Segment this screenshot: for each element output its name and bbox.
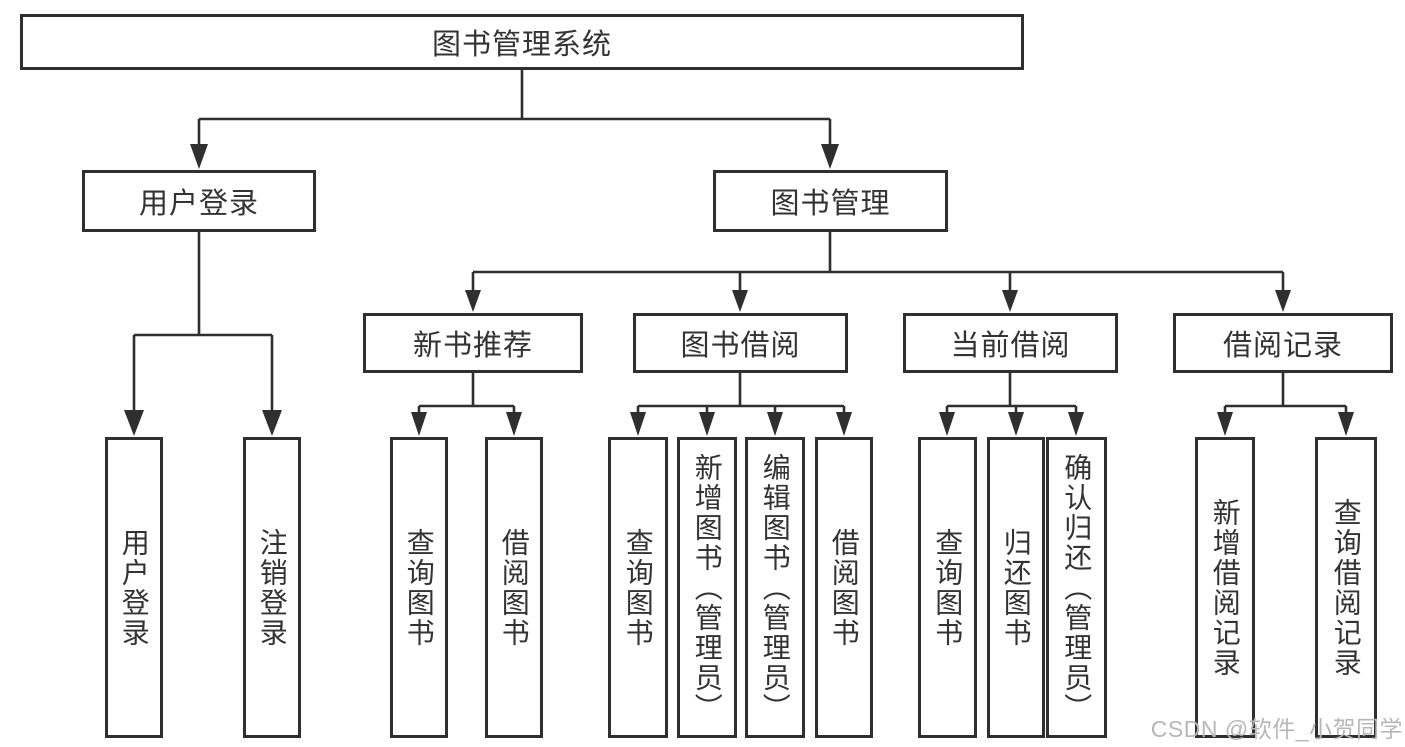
node-current-borrow-label: 当前借阅 — [950, 330, 1071, 362]
node-leaf-query-book-2: 查询图书 — [608, 437, 668, 738]
node-user-login-label: 用户登录 — [138, 188, 259, 220]
node-leaf-edit-book-admin-label: 编辑图书（管理员） — [759, 452, 791, 723]
node-leaf-query-book-1: 查询图书 — [390, 437, 448, 738]
connector-user-login-to-children — [124, 232, 282, 436]
node-root-label: 图书管理系统 — [431, 29, 612, 61]
node-leaf-confirm-return-admin-label: 确认归还（管理员） — [1061, 452, 1093, 723]
node-leaf-borrow-book-1-label: 借阅图书 — [498, 527, 530, 648]
node-leaf-logout: 注销登录 — [243, 437, 301, 738]
node-new-book-rec-label: 新书推荐 — [412, 330, 533, 362]
node-book-borrow: 图书借阅 — [633, 313, 848, 373]
node-leaf-return-book-label: 归还图书 — [1000, 527, 1032, 648]
connector-book-borrow-to-children — [630, 373, 852, 436]
node-leaf-query-book-1-label: 查询图书 — [403, 527, 435, 648]
connector-book-mgmt-to-children — [465, 232, 1291, 312]
connector-new-book-rec-to-children — [411, 373, 522, 436]
node-leaf-add-book-admin-label: 新增图书（管理员） — [691, 452, 723, 723]
node-book-mgmt: 图书管理 — [713, 170, 948, 232]
node-leaf-user-login: 用户登录 — [105, 437, 163, 738]
node-leaf-borrow-book-2: 借阅图书 — [815, 437, 873, 738]
node-leaf-logout-label: 注销登录 — [256, 527, 288, 648]
node-leaf-confirm-return-admin: 确认归还（管理员） — [1046, 437, 1107, 738]
node-borrow-records: 借阅记录 — [1173, 313, 1393, 373]
node-leaf-query-borrow-record: 查询借阅记录 — [1315, 437, 1377, 738]
connector-borrow-records-to-children — [1217, 373, 1354, 436]
node-leaf-query-book-2-label: 查询图书 — [622, 527, 654, 648]
node-current-borrow: 当前借阅 — [903, 313, 1118, 373]
node-leaf-add-book-admin: 新增图书（管理员） — [677, 437, 737, 738]
node-leaf-borrow-book-2-label: 借阅图书 — [828, 527, 860, 648]
node-root: 图书管理系统 — [20, 14, 1024, 70]
node-leaf-borrow-book-1: 借阅图书 — [485, 437, 543, 738]
node-book-borrow-label: 图书借阅 — [680, 330, 801, 362]
node-book-mgmt-label: 图书管理 — [770, 188, 891, 220]
node-leaf-query-book-3-label: 查询图书 — [932, 527, 964, 648]
connector-root-to-children — [190, 70, 839, 169]
node-leaf-query-book-3: 查询图书 — [918, 437, 977, 738]
node-leaf-add-borrow-record-label: 新增借阅记录 — [1209, 497, 1241, 678]
node-borrow-records-label: 借阅记录 — [1222, 330, 1343, 362]
node-leaf-edit-book-admin: 编辑图书（管理员） — [745, 437, 805, 738]
node-leaf-add-borrow-record: 新增借阅记录 — [1195, 437, 1255, 738]
node-leaf-query-borrow-record-label: 查询借阅记录 — [1330, 497, 1362, 678]
node-user-login: 用户登录 — [82, 170, 316, 232]
node-new-book-rec: 新书推荐 — [363, 313, 583, 373]
connector-current-borrow-to-children — [939, 373, 1084, 436]
csdn-watermark: CSDN @软件_小贺同学 — [1150, 716, 1403, 742]
node-leaf-user-login-label: 用户登录 — [118, 527, 150, 648]
node-leaf-return-book: 归还图书 — [987, 437, 1045, 738]
